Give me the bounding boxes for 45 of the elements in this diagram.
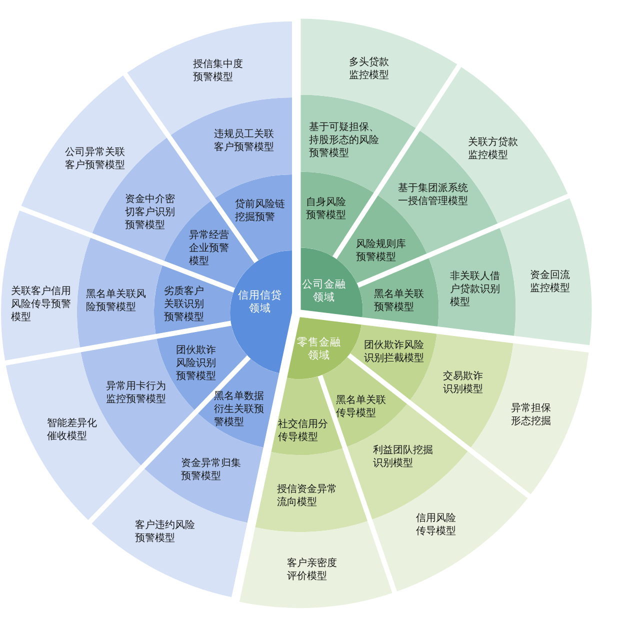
- segment-label: 劣质客户关联识别预警模型: [164, 286, 205, 324]
- domain-label: 零售金融领域: [297, 336, 341, 364]
- segment-label: 基于集团派系统一授信管理模型: [398, 183, 469, 209]
- segment-label: 资金异常归集预警模型: [181, 458, 242, 484]
- segment-label: 授信资金异常流向模型: [277, 484, 338, 510]
- segment-label: 黑名单关联预警模型: [374, 289, 425, 315]
- ring-segment: [154, 265, 234, 334]
- segment-label: 自身风险预警模型: [306, 197, 347, 223]
- segment-label: 基于可疑担保、持股形态的风险预警模型: [309, 122, 380, 160]
- segment-label: 非关联人借户贷款识别模型: [450, 270, 501, 310]
- ring-segment: [91, 468, 248, 598]
- segment-label: 客户亲密度评价模型: [287, 558, 338, 584]
- segment-label: 异常用卡行为监控预警模型: [106, 381, 167, 407]
- segment-label: 异常担保形态挖掘: [511, 403, 552, 429]
- segment-label: 黑名单关联传导模型: [336, 395, 387, 421]
- segment-label: 公司异常关联客户预警模型: [65, 147, 126, 173]
- segment-label: 异常经营企业预警模型: [189, 230, 230, 268]
- segment-label: 风险规则库预警模型: [356, 239, 407, 265]
- segment-label: 团伙欺诈风险识别预警模型: [176, 344, 217, 384]
- segment-label: 黑名单数据衍生关联预警模型: [214, 390, 265, 430]
- segment-label: 客户违约风险预警模型: [135, 520, 196, 546]
- ring-segment: [428, 227, 516, 336]
- ring-segment: [419, 67, 568, 224]
- segment-label: 信用风险传导模型: [416, 513, 457, 539]
- ring-segment: [499, 198, 592, 346]
- segment-label: 资金中介密切客户识别预警模型: [125, 194, 176, 232]
- segment-label: 关联客户信用风险传导预警模型: [11, 286, 72, 324]
- segment-label: 社交信用分传导模型: [278, 419, 329, 445]
- ring-segment: [77, 237, 163, 348]
- segment-label: 资金回流监控模型: [530, 270, 571, 296]
- segment-label: 授信集中度预警模型: [193, 59, 244, 85]
- ring-segment: [239, 521, 393, 609]
- segment-label: 智能差异化催收模型: [47, 418, 98, 444]
- segment-label: 贷前风险链挖掘预警: [235, 199, 286, 225]
- segment-label: 黑名单关联风险预警模型: [86, 289, 147, 315]
- segment-label: 违规员工关联客户预警模型: [214, 129, 275, 155]
- ring-segment: [255, 448, 368, 533]
- domain-label: 公司金融领域: [302, 278, 346, 306]
- segment-label: 利益团队挖掘识别模型: [373, 445, 434, 471]
- domain-label: 信用信贷领域: [238, 290, 282, 316]
- segment-label: 交易欺诈识别模型: [443, 371, 484, 397]
- segment-label: 多头贷款监控模型: [349, 57, 390, 83]
- segment-label: 团伙欺诈风险识别拦截模型: [364, 340, 425, 366]
- segment-label: 关联方贷款监控模型: [468, 137, 519, 163]
- domain-sector: [230, 250, 293, 374]
